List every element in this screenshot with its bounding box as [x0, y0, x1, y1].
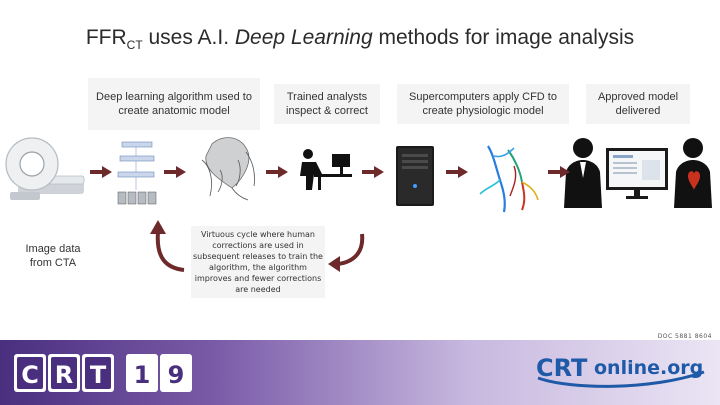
neural-network-icon [117, 141, 157, 205]
svg-text:online.org: online.org [594, 357, 703, 379]
flow-arrow-2 [164, 166, 186, 178]
svg-text:9: 9 [168, 361, 185, 389]
svg-text:C: C [21, 361, 39, 389]
svg-text:R: R [55, 361, 73, 389]
ct-scanner-icon [5, 137, 85, 200]
slide-title: FFRCT uses A.I. Deep Learning methods fo… [85, 26, 635, 52]
flow-arrow-1 [90, 166, 112, 178]
virtuous-cycle-text: Virtuous cycle where human corrections a… [191, 226, 325, 298]
supercomputer-icon [396, 146, 434, 206]
svg-text:CRT: CRT [536, 354, 588, 382]
footer-banner: C R T 1 9 CRT online.org [0, 340, 720, 405]
flow-arrow-4 [362, 166, 384, 178]
physician-icon [564, 138, 602, 208]
svg-text:T: T [90, 361, 107, 389]
heart-model-icon [201, 137, 255, 201]
approved-report-icon [606, 148, 668, 199]
svg-text:1: 1 [134, 361, 151, 389]
analyst-workstation-icon [300, 149, 352, 190]
patient-icon [674, 138, 712, 208]
crtonline-logo: CRT online.org [536, 354, 705, 388]
crt19-logo: C R T 1 9 [14, 354, 192, 392]
flow-arrow-6 [548, 166, 570, 178]
step-label-image-data: Image data from CTA [18, 236, 88, 276]
step-label-deep-learning: Deep learning algorithm used to create a… [88, 78, 260, 130]
step-label-approved-model: Approved model delivered [586, 84, 690, 124]
flow-arrow-3 [266, 166, 288, 178]
step-label-trained-analysts: Trained analysts inspect & correct [274, 84, 380, 124]
document-number: DOC 5881 8604 [657, 333, 712, 340]
cycle-arrow-right-icon [328, 233, 365, 272]
step-label-supercomputers: Supercomputers apply CFD to create physi… [397, 84, 569, 124]
cycle-arrow-left-icon [150, 220, 185, 272]
coronary-cfd-model-icon [479, 145, 539, 213]
flow-arrow-5 [446, 166, 468, 178]
